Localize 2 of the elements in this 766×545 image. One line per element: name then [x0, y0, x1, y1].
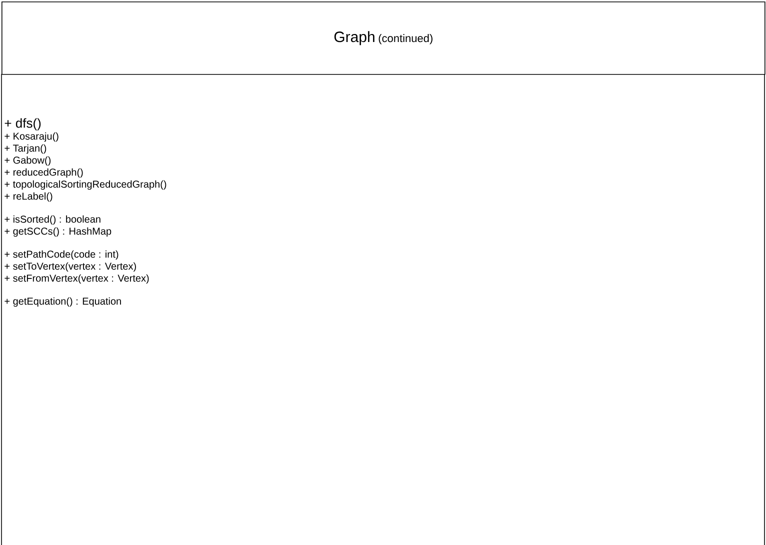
operations-compartment: + dfs() + Kosaraju() + Tarjan() + Gabow() + reducedGraph() + topologicalSortingReducedGraph() + reLabel() + isSorted() : boolean + getSCCs() : HashMap + setPathCode(code : int) + setToVertex(vertex : Vertex) + setFromVertex(vertex : Vertex) + getEquation() : Equation	[1, 74, 765, 545]
class-name-box: Graph (continued)	[2, 2, 766, 75]
